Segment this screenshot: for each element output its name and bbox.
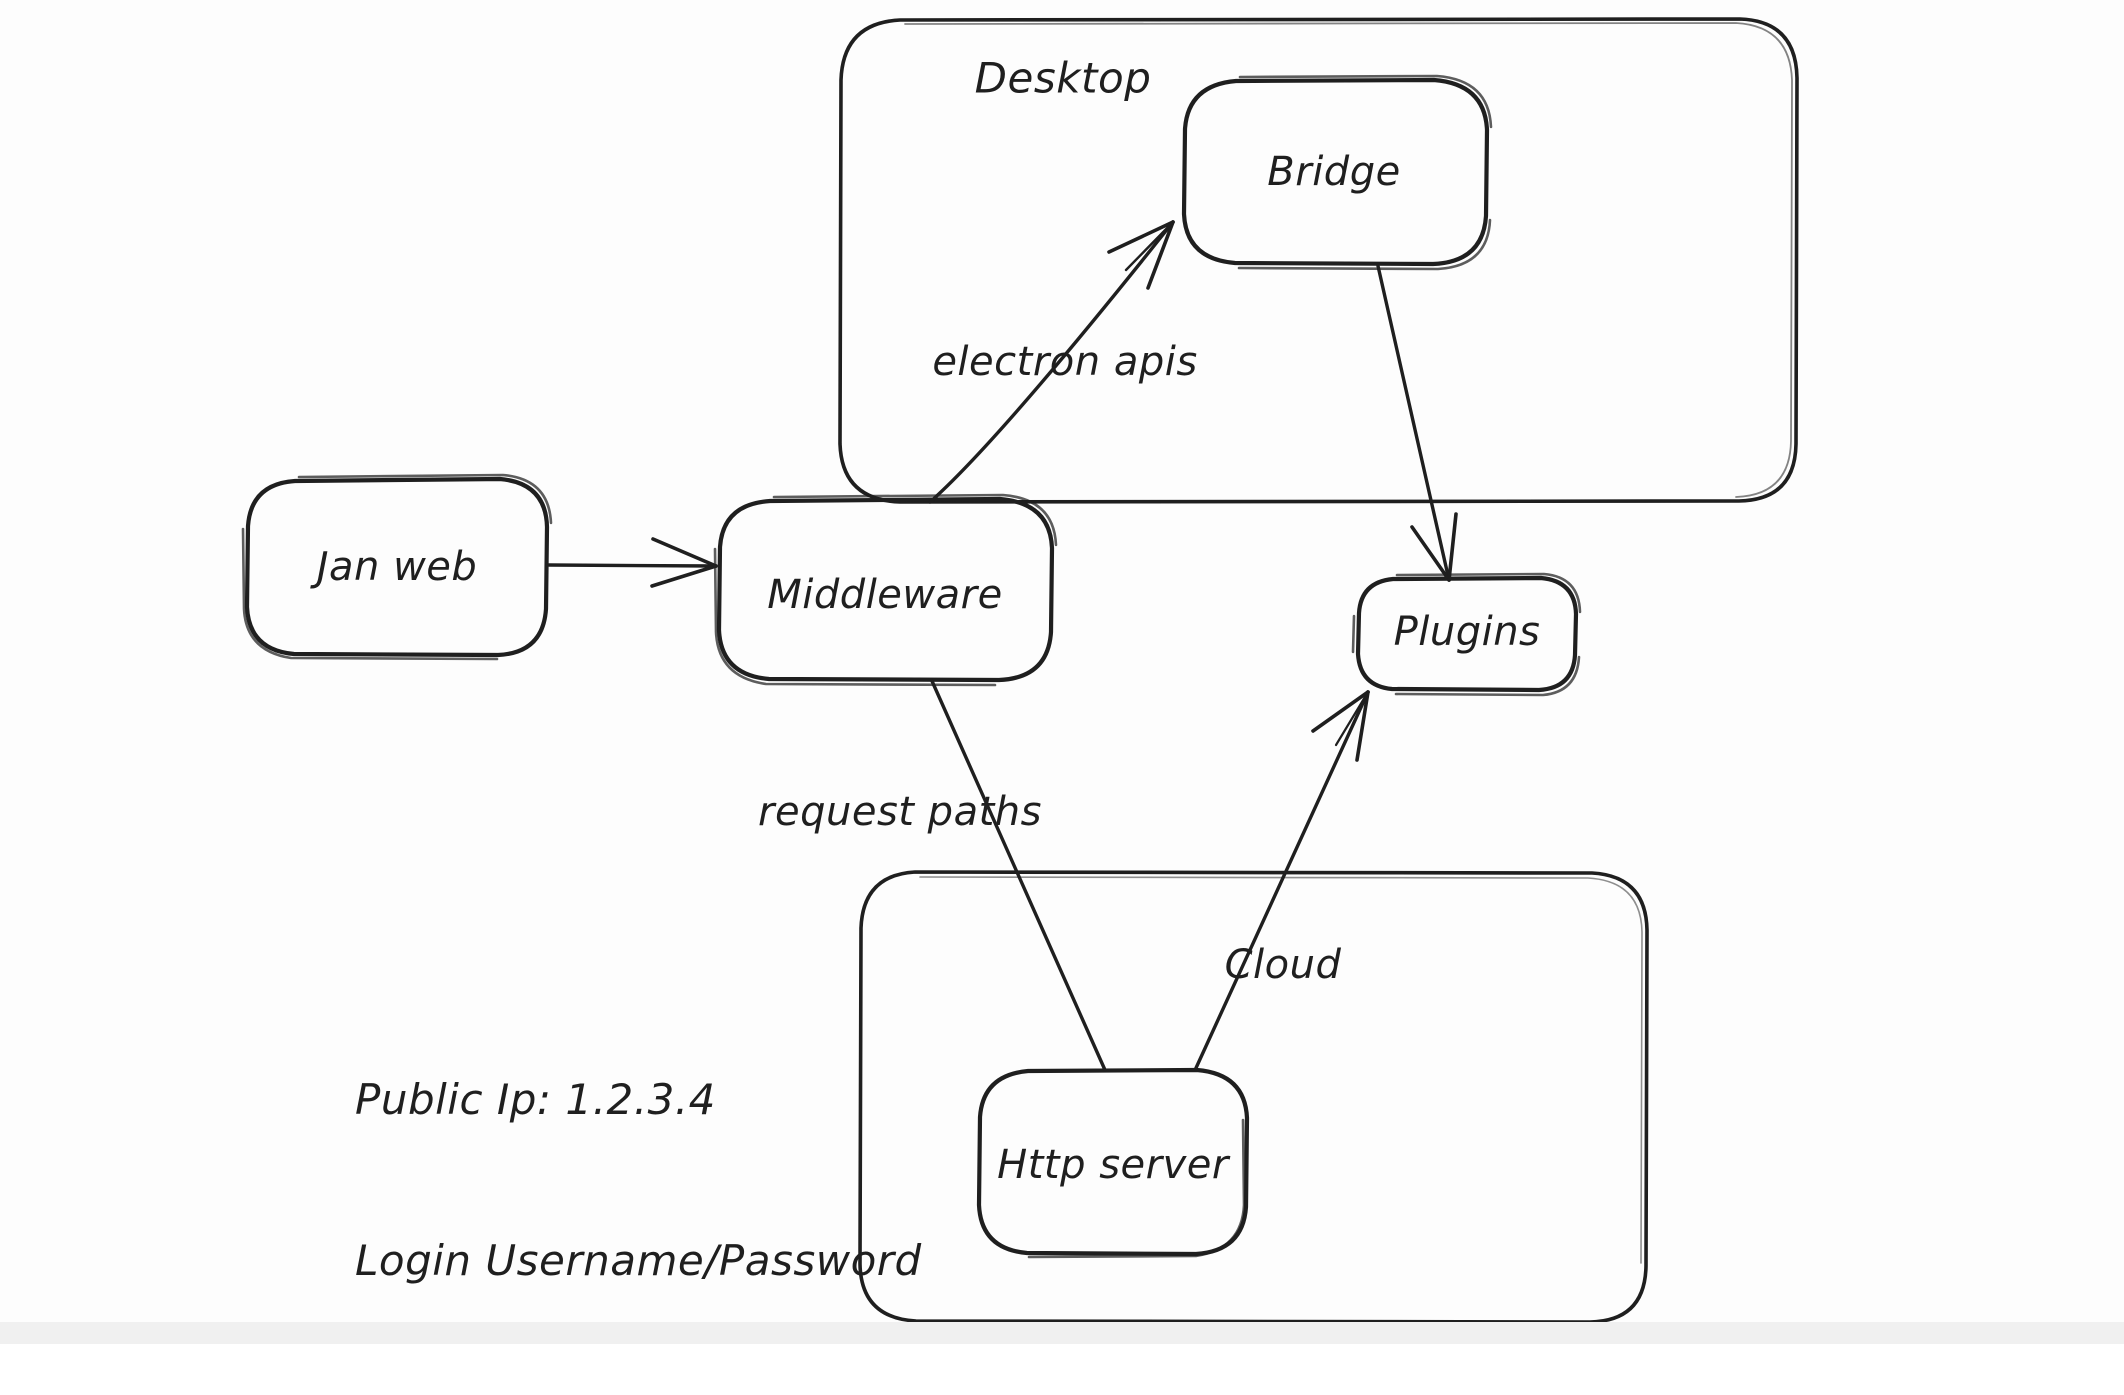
diagram-strokes: .stk { fill: none; stroke: #1f1f1f; stro…: [241, 17, 1799, 1324]
container-label-desktop: Desktop: [974, 53, 1152, 103]
note-line-public-ip: Public Ip: 1.2.3.4: [355, 1074, 716, 1124]
note-public-ip: Public Ip: 1.2.3.4 Login Username/Passwo…: [355, 965, 922, 1395]
edge-bridge-to-plugins: [1376, 264, 1458, 582]
node-label-plugins: Plugins: [1393, 609, 1541, 655]
node-label-jan-web: Jan web: [316, 544, 478, 590]
container-desktop: [838, 17, 1799, 504]
edge-httpserver-to-plugins: [1194, 690, 1370, 1070]
edge-middleware-to-bridge: [928, 220, 1175, 504]
node-http-server-shape[interactable]: [976, 1067, 1250, 1259]
edge-label-electron-apis: electron apis: [932, 339, 1198, 385]
node-middleware-shape[interactable]: [713, 493, 1058, 687]
edge-label-request-paths: request paths: [758, 789, 1042, 835]
bottom-edge-strip: [0, 1322, 2124, 1344]
node-label-bridge: Bridge: [1267, 149, 1401, 195]
note-line-login: Login Username/Password: [355, 1235, 922, 1285]
node-label-http-server: Http server: [997, 1142, 1229, 1188]
edge-label-cloud: Cloud: [1224, 942, 1342, 988]
node-label-middleware: Middleware: [767, 572, 1003, 618]
edge-middleware-to-httpserver: [930, 679, 1107, 1072]
diagram-canvas: .stk { fill: none; stroke: #1f1f1f; stro…: [0, 17, 2124, 1344]
edge-janweb-to-middleware: [547, 537, 718, 588]
node-jan-web-shape[interactable]: [241, 473, 553, 661]
node-bridge-shape[interactable]: [1181, 74, 1493, 271]
node-plugins-shape[interactable]: [1351, 572, 1582, 697]
